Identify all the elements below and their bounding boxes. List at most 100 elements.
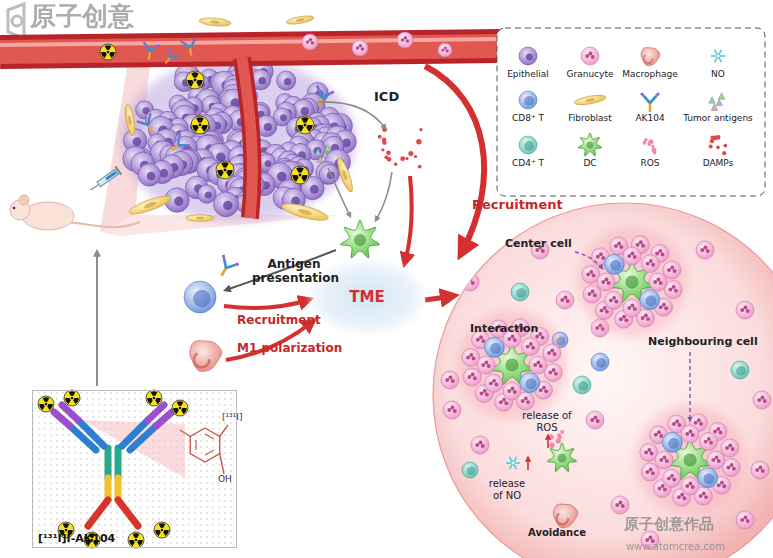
increase-arrow: [547, 436, 549, 448]
cell-nucleus: [641, 316, 645, 320]
ak104-antibody: [181, 38, 200, 57]
ak104-antibody: [310, 86, 333, 110]
cell-nucleus: [599, 252, 603, 256]
legend-icon: [711, 50, 725, 62]
antibody-arm: [137, 113, 152, 123]
cell-nucleus: [677, 423, 681, 427]
granulocyte-cell: [556, 291, 574, 309]
cell-nucleus: [760, 396, 764, 400]
cell-nucleus: [761, 469, 765, 473]
radioactive-symbol: [159, 523, 166, 528]
cell-nucleus: [726, 466, 730, 470]
radioactive-symbol: [154, 522, 170, 538]
cell-nucleus: [128, 115, 133, 125]
epithelial-cell: [277, 71, 296, 90]
cell-nucleus: [617, 241, 621, 245]
cell-nucleus: [619, 317, 623, 321]
cell-nucleus: [475, 248, 479, 252]
cell-nucleus: [469, 353, 473, 357]
legend-frame: [497, 28, 765, 196]
cell-nucleus: [306, 40, 310, 44]
cell-nucleus: [717, 483, 721, 487]
molecule-dot: [549, 442, 555, 448]
granulocyte-cell: [623, 247, 641, 265]
cell-nucleus: [621, 504, 625, 508]
cell-nucleus: [193, 290, 211, 308]
molecule-dot: [710, 135, 714, 139]
radioactive-symbol: [216, 161, 234, 179]
cell-nucleus: [588, 52, 592, 56]
recruitment-arrow: [425, 66, 484, 252]
legend-icon: [709, 135, 728, 155]
cell-nucleus: [453, 409, 457, 413]
cell-nucleus: [647, 448, 651, 452]
interaction-glow: [635, 405, 745, 515]
antibody-arm: [140, 117, 153, 128]
radioactive-symbol: [129, 540, 135, 546]
watermark: 原子创意作品: [624, 516, 714, 533]
radioactive-symbol: [43, 397, 50, 402]
illustration-shape: [105, 171, 117, 180]
cell-nucleus: [725, 446, 729, 450]
cell-nucleus: [675, 419, 679, 423]
illustration-shape: [0, 46, 500, 52]
granulocyte-cell: [441, 371, 459, 389]
cell-nucleus: [548, 371, 552, 375]
no-molecule: [715, 50, 722, 62]
antigen-presentation-arrow: [226, 250, 336, 290]
cell-nucleus: [591, 290, 595, 294]
cell-nucleus: [673, 269, 677, 273]
legend-text: ROS: [613, 159, 687, 169]
cell-nucleus: [720, 481, 724, 485]
cell-nucleus: [644, 55, 653, 63]
cell-nucleus: [668, 288, 672, 292]
cell-nucleus: [596, 255, 600, 259]
cell-nucleus: [356, 46, 360, 50]
cd8-t-cell: [640, 290, 660, 310]
callout-label: Center cell: [505, 238, 572, 251]
cell-nucleus: [644, 314, 648, 318]
cell-nucleus: [622, 315, 626, 319]
region-label: TME: [349, 288, 384, 306]
cell-nucleus: [489, 381, 493, 385]
radioactive-symbol: [299, 174, 302, 177]
mouse-illustration: [10, 195, 140, 230]
radioactive-symbol: [38, 396, 54, 412]
legend-text: AK104: [613, 114, 687, 124]
legend-text: DAMPs: [681, 159, 755, 169]
cell-nucleus: [265, 160, 272, 167]
cell-nucleus: [680, 493, 684, 497]
granulocyte-cell: [641, 255, 659, 273]
cell-nucleus: [654, 433, 658, 437]
granulocyte-cell: [721, 439, 739, 457]
radioactive-symbol: [181, 408, 187, 414]
cell-nucleus: [661, 253, 665, 257]
cell-nucleus: [624, 318, 628, 322]
cell-nucleus: [596, 419, 600, 423]
cell-nucleus: [502, 398, 506, 402]
cell-nucleus: [719, 431, 723, 435]
cell-nucleus: [600, 308, 604, 312]
molecule-dot: [386, 150, 391, 155]
radioactive-symbol: [63, 523, 70, 528]
callout-label: release of ROS: [522, 410, 572, 433]
cell-nucleus: [672, 285, 676, 289]
radioactive-symbol: [64, 390, 80, 406]
granulocyte-cell: [521, 338, 539, 356]
cell-nucleus: [757, 398, 761, 402]
antibody-chain: [54, 412, 70, 426]
cell-nucleus: [478, 441, 482, 445]
tumor-antigen: [324, 145, 330, 151]
cell-nucleus: [670, 474, 674, 478]
granulocyte-cell: [471, 436, 489, 454]
cell-nucleus: [650, 452, 654, 456]
molecule-dot: [644, 138, 648, 142]
legend-icons: [519, 47, 727, 156]
cell-nucleus: [507, 389, 511, 393]
macrophage-cell: [641, 48, 660, 66]
antibody-chain: [156, 412, 172, 426]
process-arrow: [318, 102, 385, 128]
cell-nucleus: [310, 185, 319, 194]
callout-label: Avoidance: [528, 527, 586, 539]
